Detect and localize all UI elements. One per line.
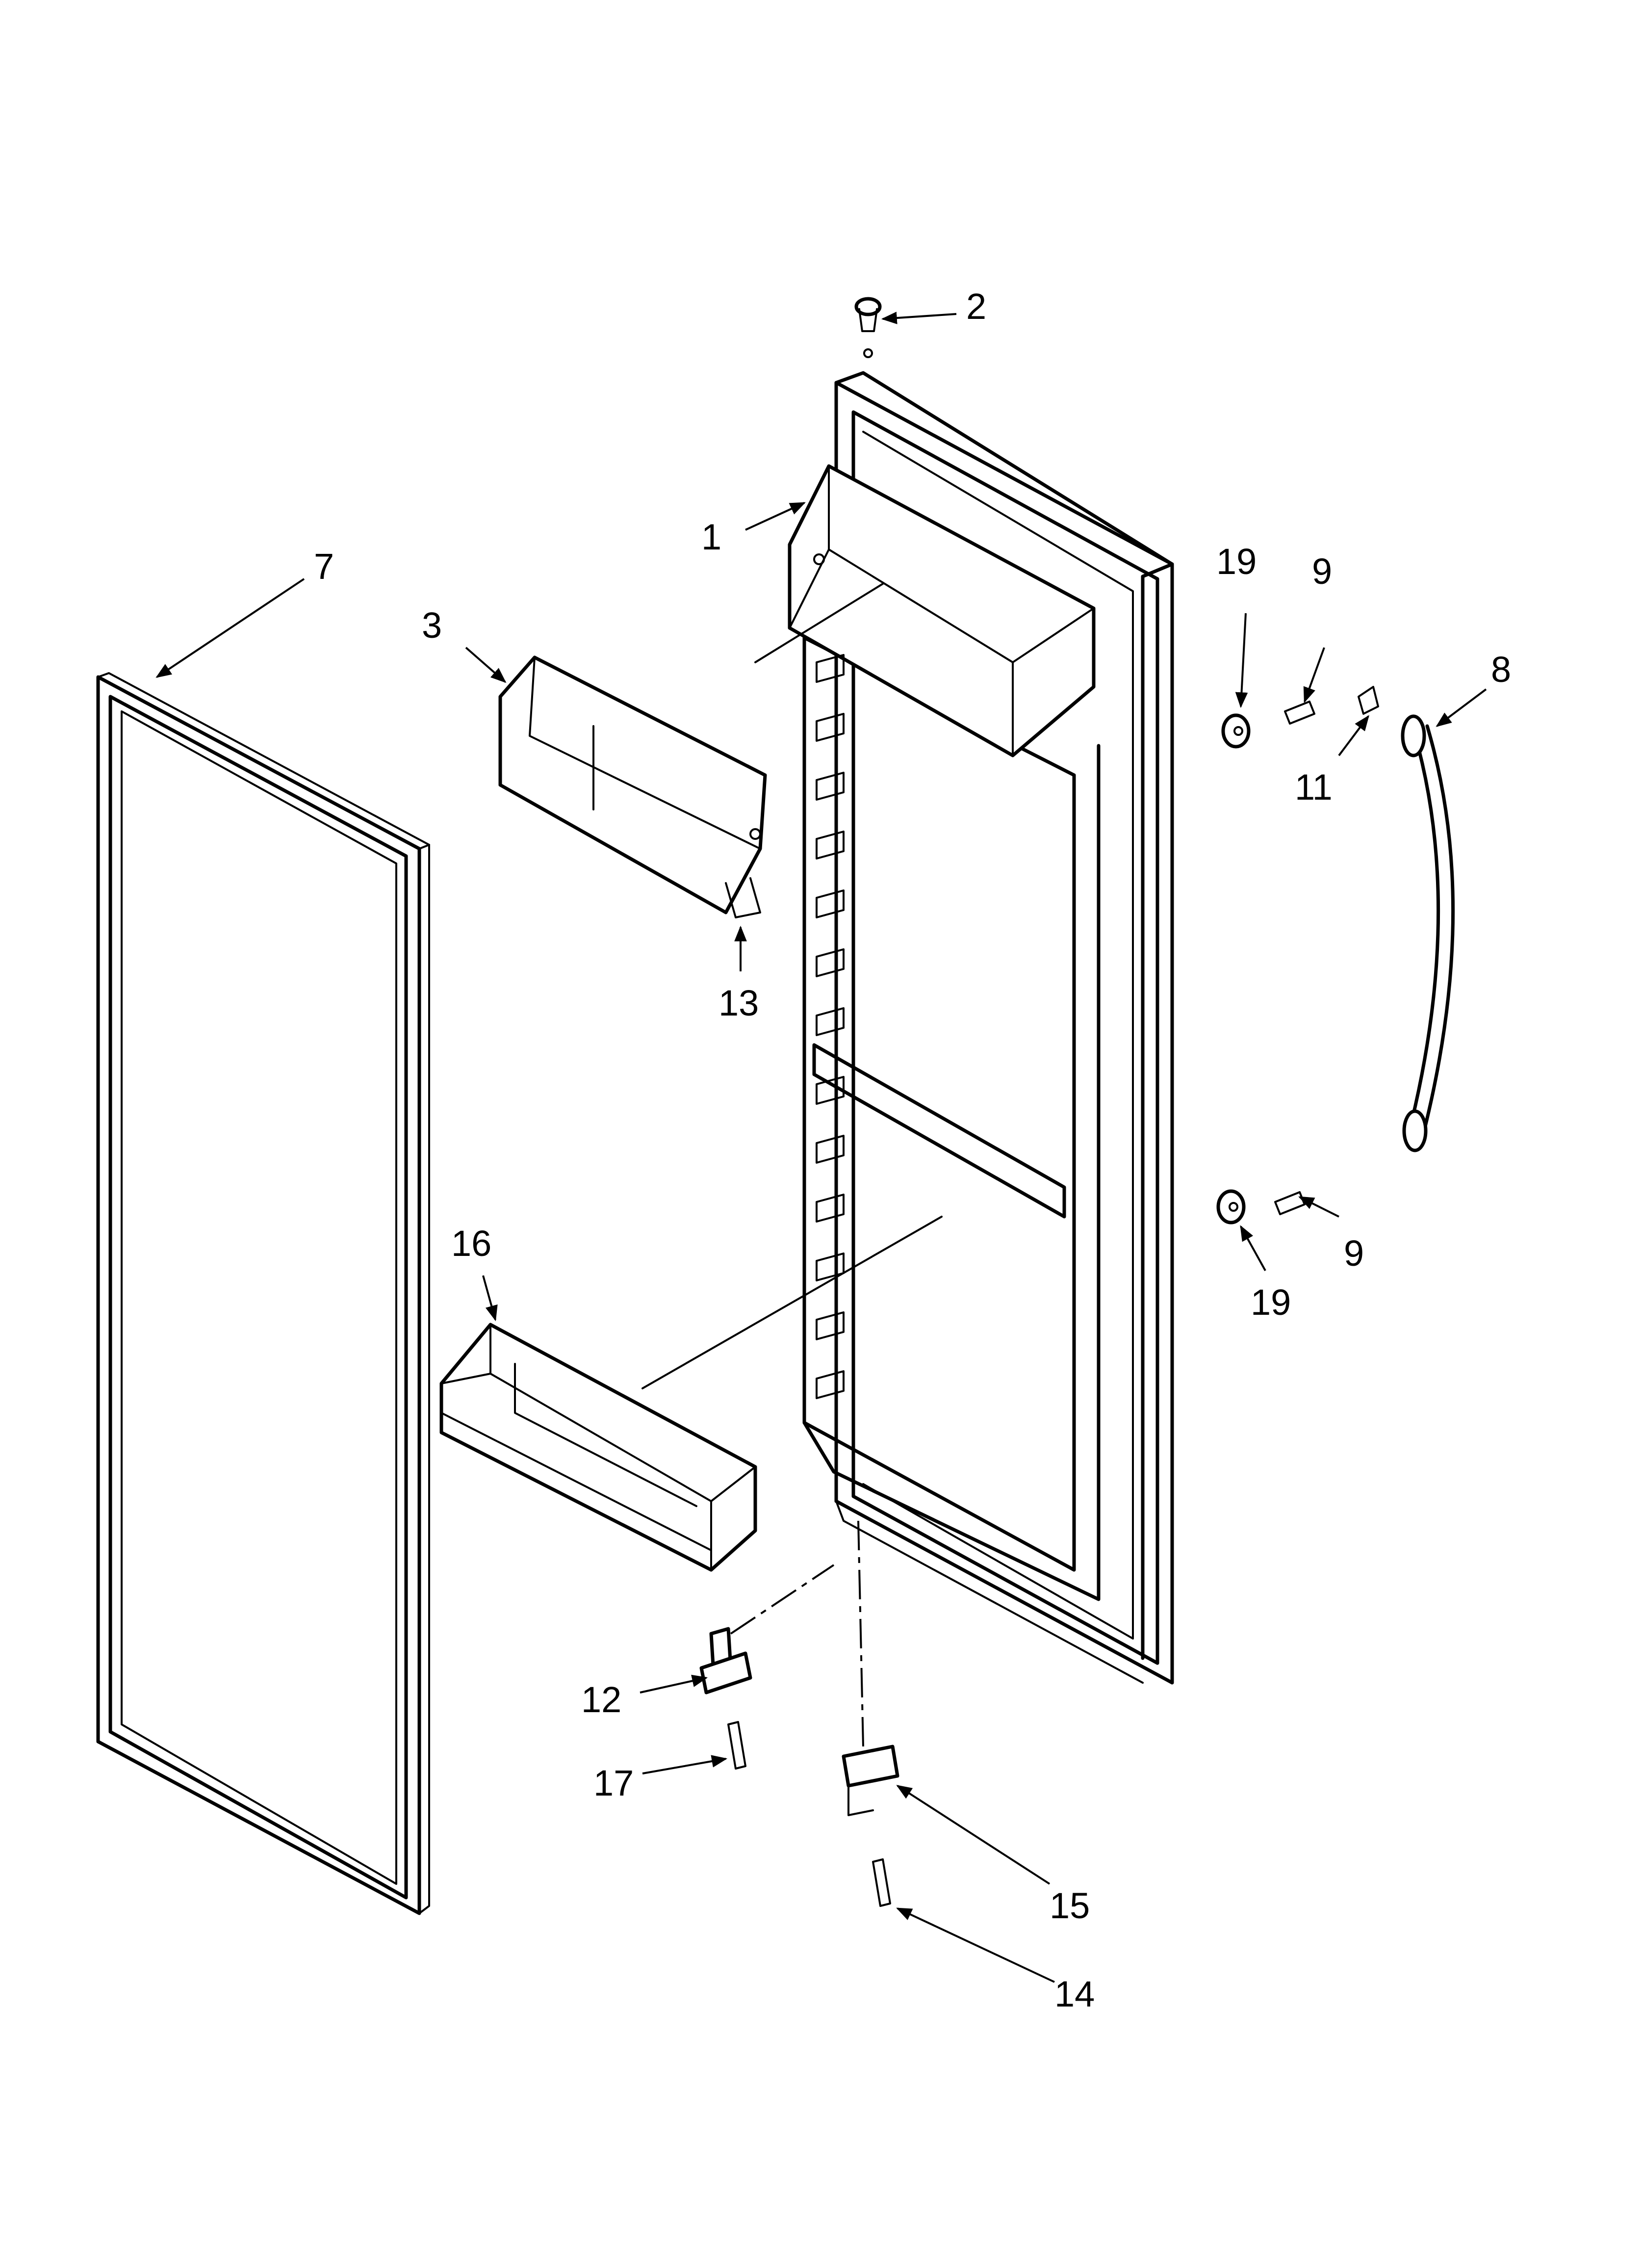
hinge-pin-assembly: [699, 1627, 752, 1770]
lower-hinge-bracket: [842, 1745, 899, 1907]
callout-labels: 2 1 7 3 13 19 9 8 11 9 19 16 12 17 15 14: [314, 286, 1511, 2014]
door-stop-plug: [854, 297, 882, 358]
callout-12: 12: [581, 1679, 621, 1720]
callout-3: 3: [422, 605, 442, 646]
dairy-compartment-door: [498, 655, 767, 918]
callout-14: 14: [1054, 1974, 1095, 2014]
callout-7: 7: [314, 546, 334, 587]
callout-19-top: 19: [1216, 541, 1257, 582]
callout-8: 8: [1491, 649, 1511, 690]
callout-17: 17: [593, 1763, 634, 1803]
callout-16: 16: [451, 1223, 491, 1264]
leader-arrows: [155, 312, 1487, 1983]
door-shelf-bin: [439, 1323, 757, 1572]
callout-11: 11: [1295, 767, 1333, 808]
callout-13: 13: [718, 983, 759, 1023]
callout-19-bottom: 19: [1251, 1282, 1291, 1323]
door-handle: [1401, 714, 1455, 1152]
door-liner: [788, 371, 1174, 1685]
door-gasket: [96, 672, 430, 1915]
alignment-lines: [641, 583, 943, 1747]
callout-2: 2: [966, 286, 986, 327]
callout-15: 15: [1050, 1885, 1090, 1926]
callout-9-top: 9: [1312, 551, 1332, 592]
callout-1: 1: [701, 517, 721, 557]
callout-9-bottom: 9: [1344, 1233, 1364, 1274]
handle-fasteners: [1216, 686, 1379, 1225]
